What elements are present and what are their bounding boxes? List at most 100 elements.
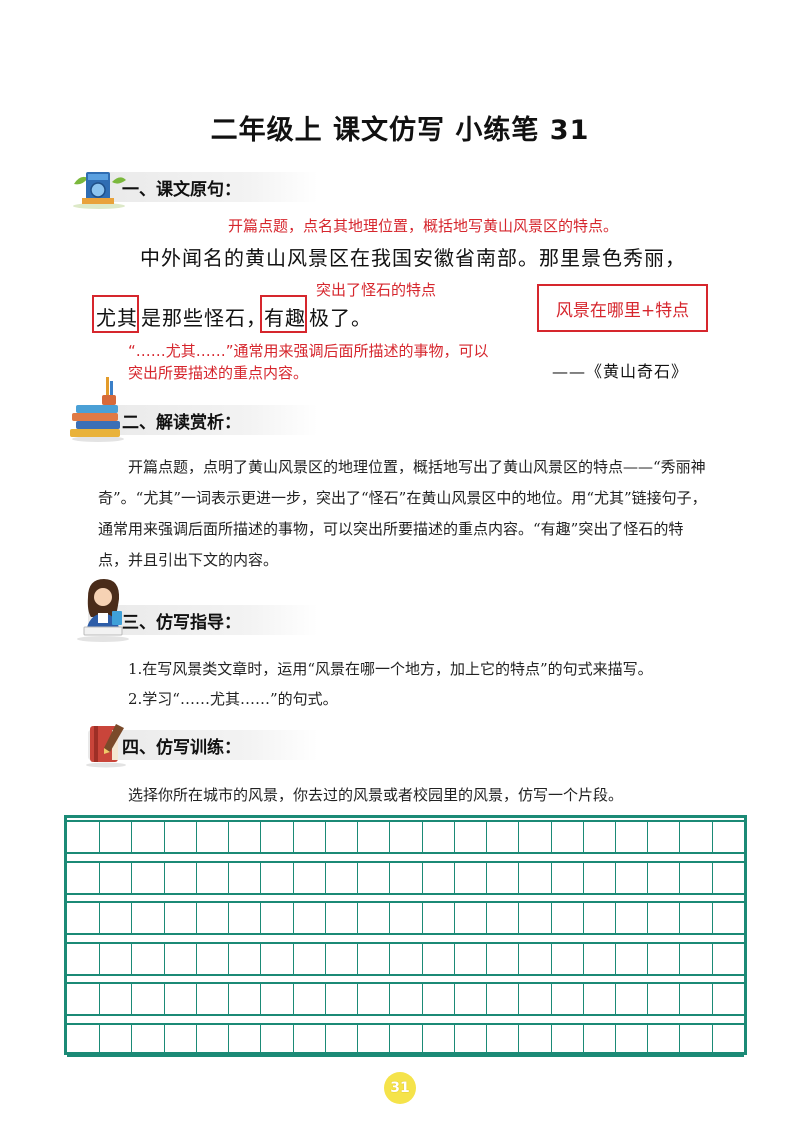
grid-cell[interactable] (357, 1024, 389, 1055)
grid-cell[interactable] (486, 903, 518, 933)
grid-cell[interactable] (389, 943, 421, 974)
grid-cell[interactable] (518, 1024, 550, 1055)
grid-cell[interactable] (679, 822, 711, 852)
grid-cell[interactable] (421, 1024, 454, 1055)
grid-cell[interactable] (324, 943, 357, 974)
grid-cell[interactable] (486, 862, 518, 893)
grid-cell[interactable] (131, 984, 163, 1014)
grid-cell[interactable] (99, 984, 131, 1014)
grid-cell[interactable] (614, 903, 647, 933)
grid-cell[interactable] (550, 984, 583, 1014)
grid-cell[interactable] (582, 822, 615, 852)
grid-cell[interactable] (67, 903, 99, 933)
grid-cell[interactable] (518, 903, 550, 933)
grid-cell[interactable] (582, 862, 615, 893)
grid-cell[interactable] (389, 903, 421, 933)
grid-cell[interactable] (550, 903, 583, 933)
grid-cell[interactable] (711, 943, 744, 974)
grid-cell[interactable] (67, 1025, 99, 1055)
grid-cell[interactable] (550, 862, 583, 893)
grid-cell[interactable] (550, 1024, 583, 1055)
grid-cell[interactable] (389, 984, 421, 1014)
grid-cell[interactable] (163, 984, 196, 1014)
grid-cell[interactable] (453, 862, 486, 893)
grid-cell[interactable] (582, 984, 615, 1014)
grid-cell[interactable] (357, 984, 389, 1014)
grid-cell[interactable] (260, 822, 292, 852)
grid-cell[interactable] (357, 903, 389, 933)
grid-cell[interactable] (67, 984, 99, 1014)
grid-cell[interactable] (453, 1024, 486, 1055)
grid-cell[interactable] (711, 984, 744, 1014)
grid-cell[interactable] (292, 903, 325, 933)
grid-cell[interactable] (486, 1024, 518, 1055)
grid-cell[interactable] (163, 943, 196, 974)
grid-cell[interactable] (357, 822, 389, 852)
grid-cell[interactable] (647, 903, 679, 933)
grid-cell[interactable] (228, 822, 260, 852)
grid-cell[interactable] (614, 984, 647, 1014)
grid-cell[interactable] (324, 822, 357, 852)
grid-cell[interactable] (679, 862, 711, 893)
grid-cell[interactable] (486, 984, 518, 1014)
grid-cell[interactable] (292, 1024, 325, 1055)
grid-cell[interactable] (292, 822, 325, 852)
grid-cell[interactable] (99, 862, 131, 893)
grid-cell[interactable] (99, 822, 131, 852)
grid-cell[interactable] (195, 862, 228, 893)
grid-cell[interactable] (421, 984, 454, 1014)
grid-cell[interactable] (99, 943, 131, 974)
grid-cell[interactable] (131, 943, 163, 974)
grid-cell[interactable] (324, 984, 357, 1014)
grid-cell[interactable] (260, 943, 292, 974)
grid-cell[interactable] (389, 822, 421, 852)
grid-cell[interactable] (550, 822, 583, 852)
grid-cell[interactable] (647, 822, 679, 852)
grid-cell[interactable] (647, 1024, 679, 1055)
grid-cell[interactable] (679, 984, 711, 1014)
grid-cell[interactable] (195, 943, 228, 974)
grid-cell[interactable] (195, 822, 228, 852)
grid-cell[interactable] (486, 943, 518, 974)
grid-cell[interactable] (679, 1024, 711, 1055)
grid-cell[interactable] (582, 903, 615, 933)
grid-cell[interactable] (228, 984, 260, 1014)
grid-cell[interactable] (518, 862, 550, 893)
grid-cell[interactable] (421, 943, 454, 974)
grid-cell[interactable] (518, 943, 550, 974)
grid-cell[interactable] (67, 863, 99, 893)
grid-cell[interactable] (195, 903, 228, 933)
grid-cell[interactable] (550, 943, 583, 974)
grid-cell[interactable] (131, 862, 163, 893)
grid-cell[interactable] (647, 943, 679, 974)
grid-cell[interactable] (163, 862, 196, 893)
grid-cell[interactable] (518, 822, 550, 852)
grid-cell[interactable] (131, 822, 163, 852)
grid-cell[interactable] (679, 903, 711, 933)
grid-cell[interactable] (486, 822, 518, 852)
grid-cell[interactable] (711, 1024, 744, 1055)
grid-cell[interactable] (324, 1024, 357, 1055)
grid-cell[interactable] (228, 903, 260, 933)
grid-cell[interactable] (357, 943, 389, 974)
grid-cell[interactable] (260, 984, 292, 1014)
grid-cell[interactable] (99, 903, 131, 933)
grid-cell[interactable] (163, 1024, 196, 1055)
grid-cell[interactable] (67, 822, 99, 852)
grid-cell[interactable] (647, 862, 679, 893)
grid-cell[interactable] (582, 1024, 615, 1055)
grid-cell[interactable] (389, 862, 421, 893)
grid-cell[interactable] (292, 984, 325, 1014)
grid-cell[interactable] (260, 862, 292, 893)
grid-cell[interactable] (711, 822, 744, 852)
grid-cell[interactable] (357, 862, 389, 893)
grid-cell[interactable] (453, 984, 486, 1014)
grid-cell[interactable] (421, 822, 454, 852)
grid-cell[interactable] (260, 903, 292, 933)
grid-cell[interactable] (582, 943, 615, 974)
grid-cell[interactable] (324, 903, 357, 933)
grid-cell[interactable] (711, 903, 744, 933)
grid-cell[interactable] (292, 862, 325, 893)
writing-grid[interactable] (64, 815, 747, 1057)
grid-cell[interactable] (67, 944, 99, 974)
